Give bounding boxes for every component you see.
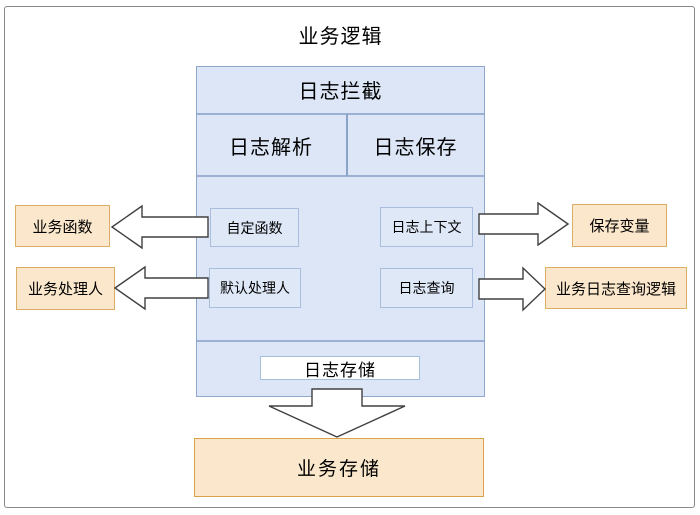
log-intercept-label: 日志拦截 bbox=[298, 81, 383, 103]
arrow-right-top-icon bbox=[478, 201, 570, 247]
business-storage-node: 业务存储 bbox=[194, 438, 484, 497]
log-context-node: 日志上下文 bbox=[380, 207, 473, 247]
log-parse-cell: 日志解析 bbox=[229, 136, 313, 159]
arrow-right-bottom-icon bbox=[478, 266, 547, 312]
arrow-left-bottom-icon bbox=[113, 265, 209, 311]
log-query-node: 日志查询 bbox=[380, 268, 473, 308]
log-storage-node: 日志存储 bbox=[260, 356, 420, 380]
business-function-node: 业务函数 bbox=[15, 205, 110, 247]
custom-function-node: 自定函数 bbox=[210, 208, 299, 247]
business-handler-node: 业务处理人 bbox=[16, 267, 115, 310]
divider bbox=[346, 114, 348, 176]
business-log-query-logic-node: 业务日志查询逻辑 bbox=[545, 267, 687, 309]
divider bbox=[197, 113, 484, 115]
page-title: 业务逻辑 bbox=[298, 25, 383, 48]
divider bbox=[197, 340, 484, 342]
default-handler-node: 默认处理人 bbox=[209, 268, 301, 308]
divider bbox=[197, 175, 484, 177]
log-save-cell: 日志保存 bbox=[373, 136, 458, 159]
arrow-down-icon bbox=[268, 388, 406, 438]
save-variable-node: 保存变量 bbox=[572, 204, 667, 247]
arrow-left-top-icon bbox=[110, 204, 209, 250]
